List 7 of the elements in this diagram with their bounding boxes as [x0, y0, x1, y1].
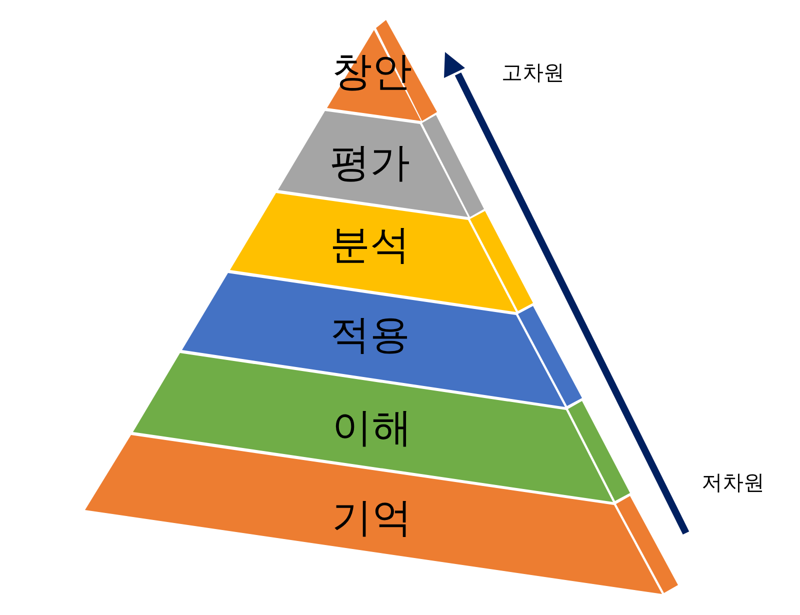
- level-label: 이해: [332, 408, 412, 448]
- level-label: 분석: [330, 225, 410, 265]
- level-label: 기억: [332, 498, 412, 538]
- level-label: 적용: [330, 315, 410, 355]
- axis-label: 고차원: [502, 62, 564, 84]
- axis-label: 저차원: [702, 472, 764, 494]
- level-label: 평가: [330, 143, 410, 183]
